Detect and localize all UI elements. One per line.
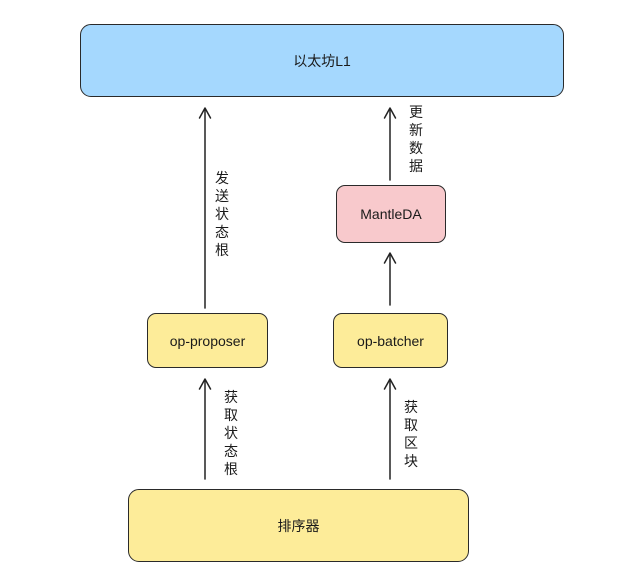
- ethereum-l1-node: 以太坊L1: [80, 24, 564, 97]
- mantle-da-node: MantleDA: [336, 185, 446, 243]
- arrow-sequencer-to-batcher: [383, 378, 397, 480]
- sequencer-node: 排序器: [128, 489, 469, 562]
- arrow-proposer-to-l1: [198, 107, 212, 309]
- arrow-sequencer-to-proposer: [198, 378, 212, 480]
- ethereum-l1-label: 以太坊L1: [293, 52, 351, 69]
- arrow-batcher-to-mantle: [383, 252, 397, 306]
- edge-label-send-state-root: 发送状态根: [215, 170, 229, 258]
- op-proposer-node: op-proposer: [147, 313, 268, 368]
- op-batcher-label: op-batcher: [357, 332, 424, 349]
- op-proposer-label: op-proposer: [169, 332, 246, 349]
- mantle-da-label: MantleDA: [360, 206, 422, 222]
- op-batcher-node: op-batcher: [333, 313, 448, 368]
- edge-label-get-block: 获取区块: [404, 399, 418, 469]
- edge-label-get-state-root: 获取状态根: [224, 389, 238, 477]
- arrow-mantle-to-l1: [383, 107, 397, 181]
- sequencer-label: 排序器: [277, 517, 320, 534]
- edge-label-update-data: 更新数据: [409, 104, 423, 174]
